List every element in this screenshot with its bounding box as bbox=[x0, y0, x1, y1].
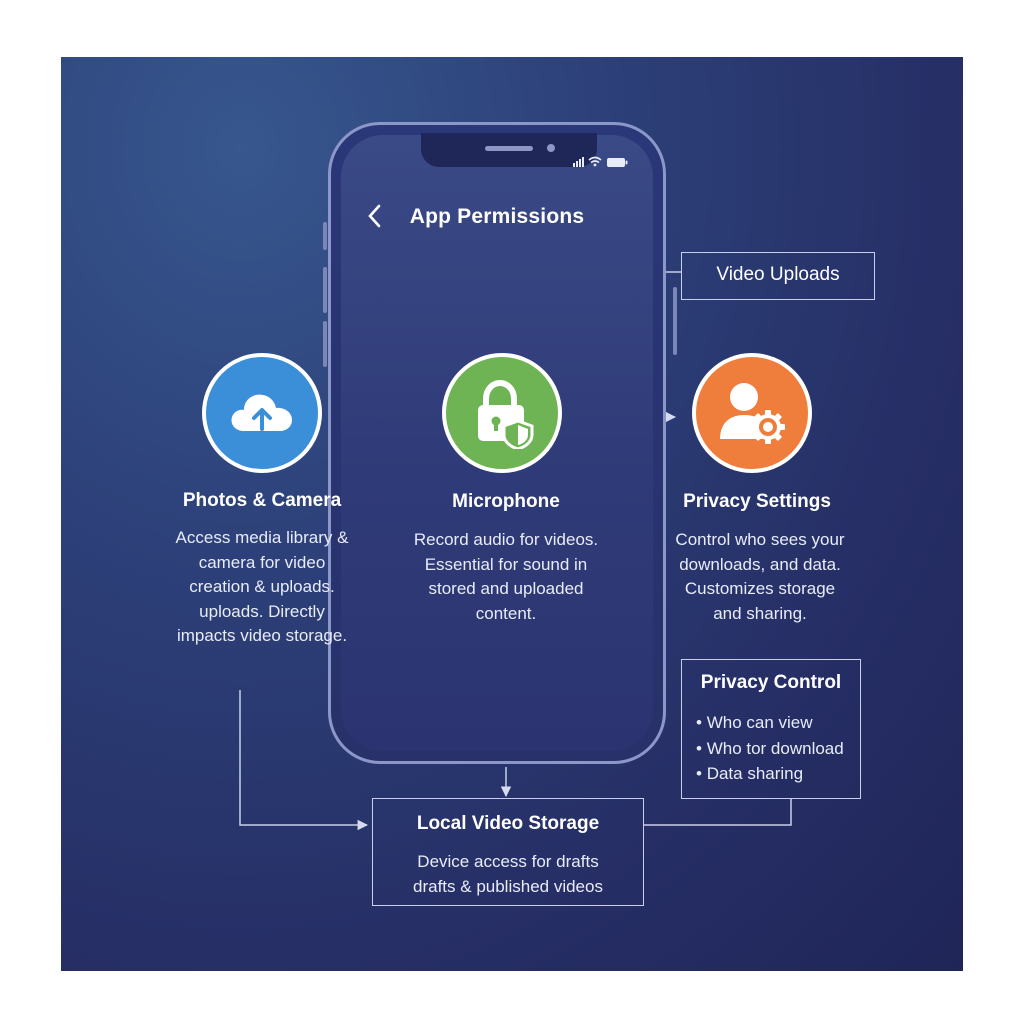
list-item: • Who tor download bbox=[696, 738, 844, 758]
signal-icon bbox=[573, 163, 575, 167]
photos-camera-icon-circle bbox=[202, 353, 322, 473]
microphone-title: Microphone bbox=[452, 491, 560, 512]
status-bar-icons bbox=[573, 156, 628, 167]
privacy-settings-description: Control who sees your downloads, and dat… bbox=[637, 528, 883, 626]
local-video-storage-box: Local Video Storage Device access for dr… bbox=[372, 798, 644, 906]
screen-title: App Permissions bbox=[409, 205, 585, 228]
battery-icon bbox=[607, 158, 625, 167]
description-line: Control who sees your bbox=[675, 530, 845, 549]
diagram-canvas: App Permissions Video Uploads Photos & C… bbox=[61, 57, 963, 971]
description-line: drafts & published videos bbox=[413, 877, 603, 896]
description-line: camera for video bbox=[198, 552, 326, 572]
description-line: uploads. Directly bbox=[199, 601, 325, 621]
photos-camera-description: Access media library & camera for video … bbox=[142, 526, 382, 649]
description-line: Record audio for videos. bbox=[413, 530, 599, 549]
photos-camera-title: Photos & Camera bbox=[182, 490, 342, 511]
privacy-settings-icon-circle bbox=[692, 353, 812, 473]
privacy-control-list: • Who can view • Who tor download • Data… bbox=[696, 710, 844, 787]
user-gear-icon bbox=[720, 383, 785, 444]
list-item: • Who can view bbox=[696, 713, 813, 732]
connector-privacy-control-to-storage bbox=[644, 798, 792, 826]
description-line: Access media library & bbox=[175, 528, 349, 547]
list-item: • Data sharing bbox=[696, 764, 804, 783]
description-line: content. bbox=[475, 603, 537, 623]
front-camera bbox=[547, 144, 555, 152]
description-line: stored and uploaded bbox=[428, 579, 584, 598]
microphone-icon-circle bbox=[442, 353, 562, 473]
description-line: Customizes storage bbox=[684, 579, 836, 598]
description-line: downloads, and data. bbox=[679, 554, 841, 574]
description-line: creation & uploads. bbox=[189, 577, 335, 596]
privacy-control-box: Privacy Control • Who can view • Who tor… bbox=[681, 659, 861, 799]
video-uploads-label: Video Uploads bbox=[716, 264, 840, 285]
lock-shield-icon bbox=[478, 379, 534, 449]
local-video-storage-title: Local Video Storage bbox=[416, 813, 600, 834]
video-uploads-box: Video Uploads bbox=[681, 252, 875, 300]
cloud-upload-icon bbox=[231, 394, 292, 431]
description-line: impacts video storage. bbox=[176, 626, 348, 645]
privacy-control-title: Privacy Control bbox=[700, 672, 842, 693]
privacy-settings-title: Privacy Settings bbox=[683, 491, 831, 512]
back-button[interactable] bbox=[367, 203, 383, 234]
description-line: and sharing. bbox=[713, 603, 807, 623]
wifi-icon bbox=[588, 156, 602, 164]
speaker-grille bbox=[485, 146, 533, 151]
phone-side-button bbox=[323, 267, 327, 313]
phone-power-button bbox=[673, 287, 677, 355]
description-line: Device access for drafts bbox=[417, 852, 599, 871]
phone-notch bbox=[421, 133, 597, 167]
microphone-description: Record audio for videos. Essential for s… bbox=[376, 528, 636, 626]
chevron-left-icon bbox=[368, 204, 381, 228]
phone-side-button bbox=[323, 222, 327, 250]
local-video-storage-description: Device access for drafts drafts & publis… bbox=[373, 849, 643, 899]
phone-side-button bbox=[323, 321, 327, 367]
description-line: Essential for sound in bbox=[424, 554, 588, 574]
connector-photos-to-storage bbox=[239, 690, 369, 831]
